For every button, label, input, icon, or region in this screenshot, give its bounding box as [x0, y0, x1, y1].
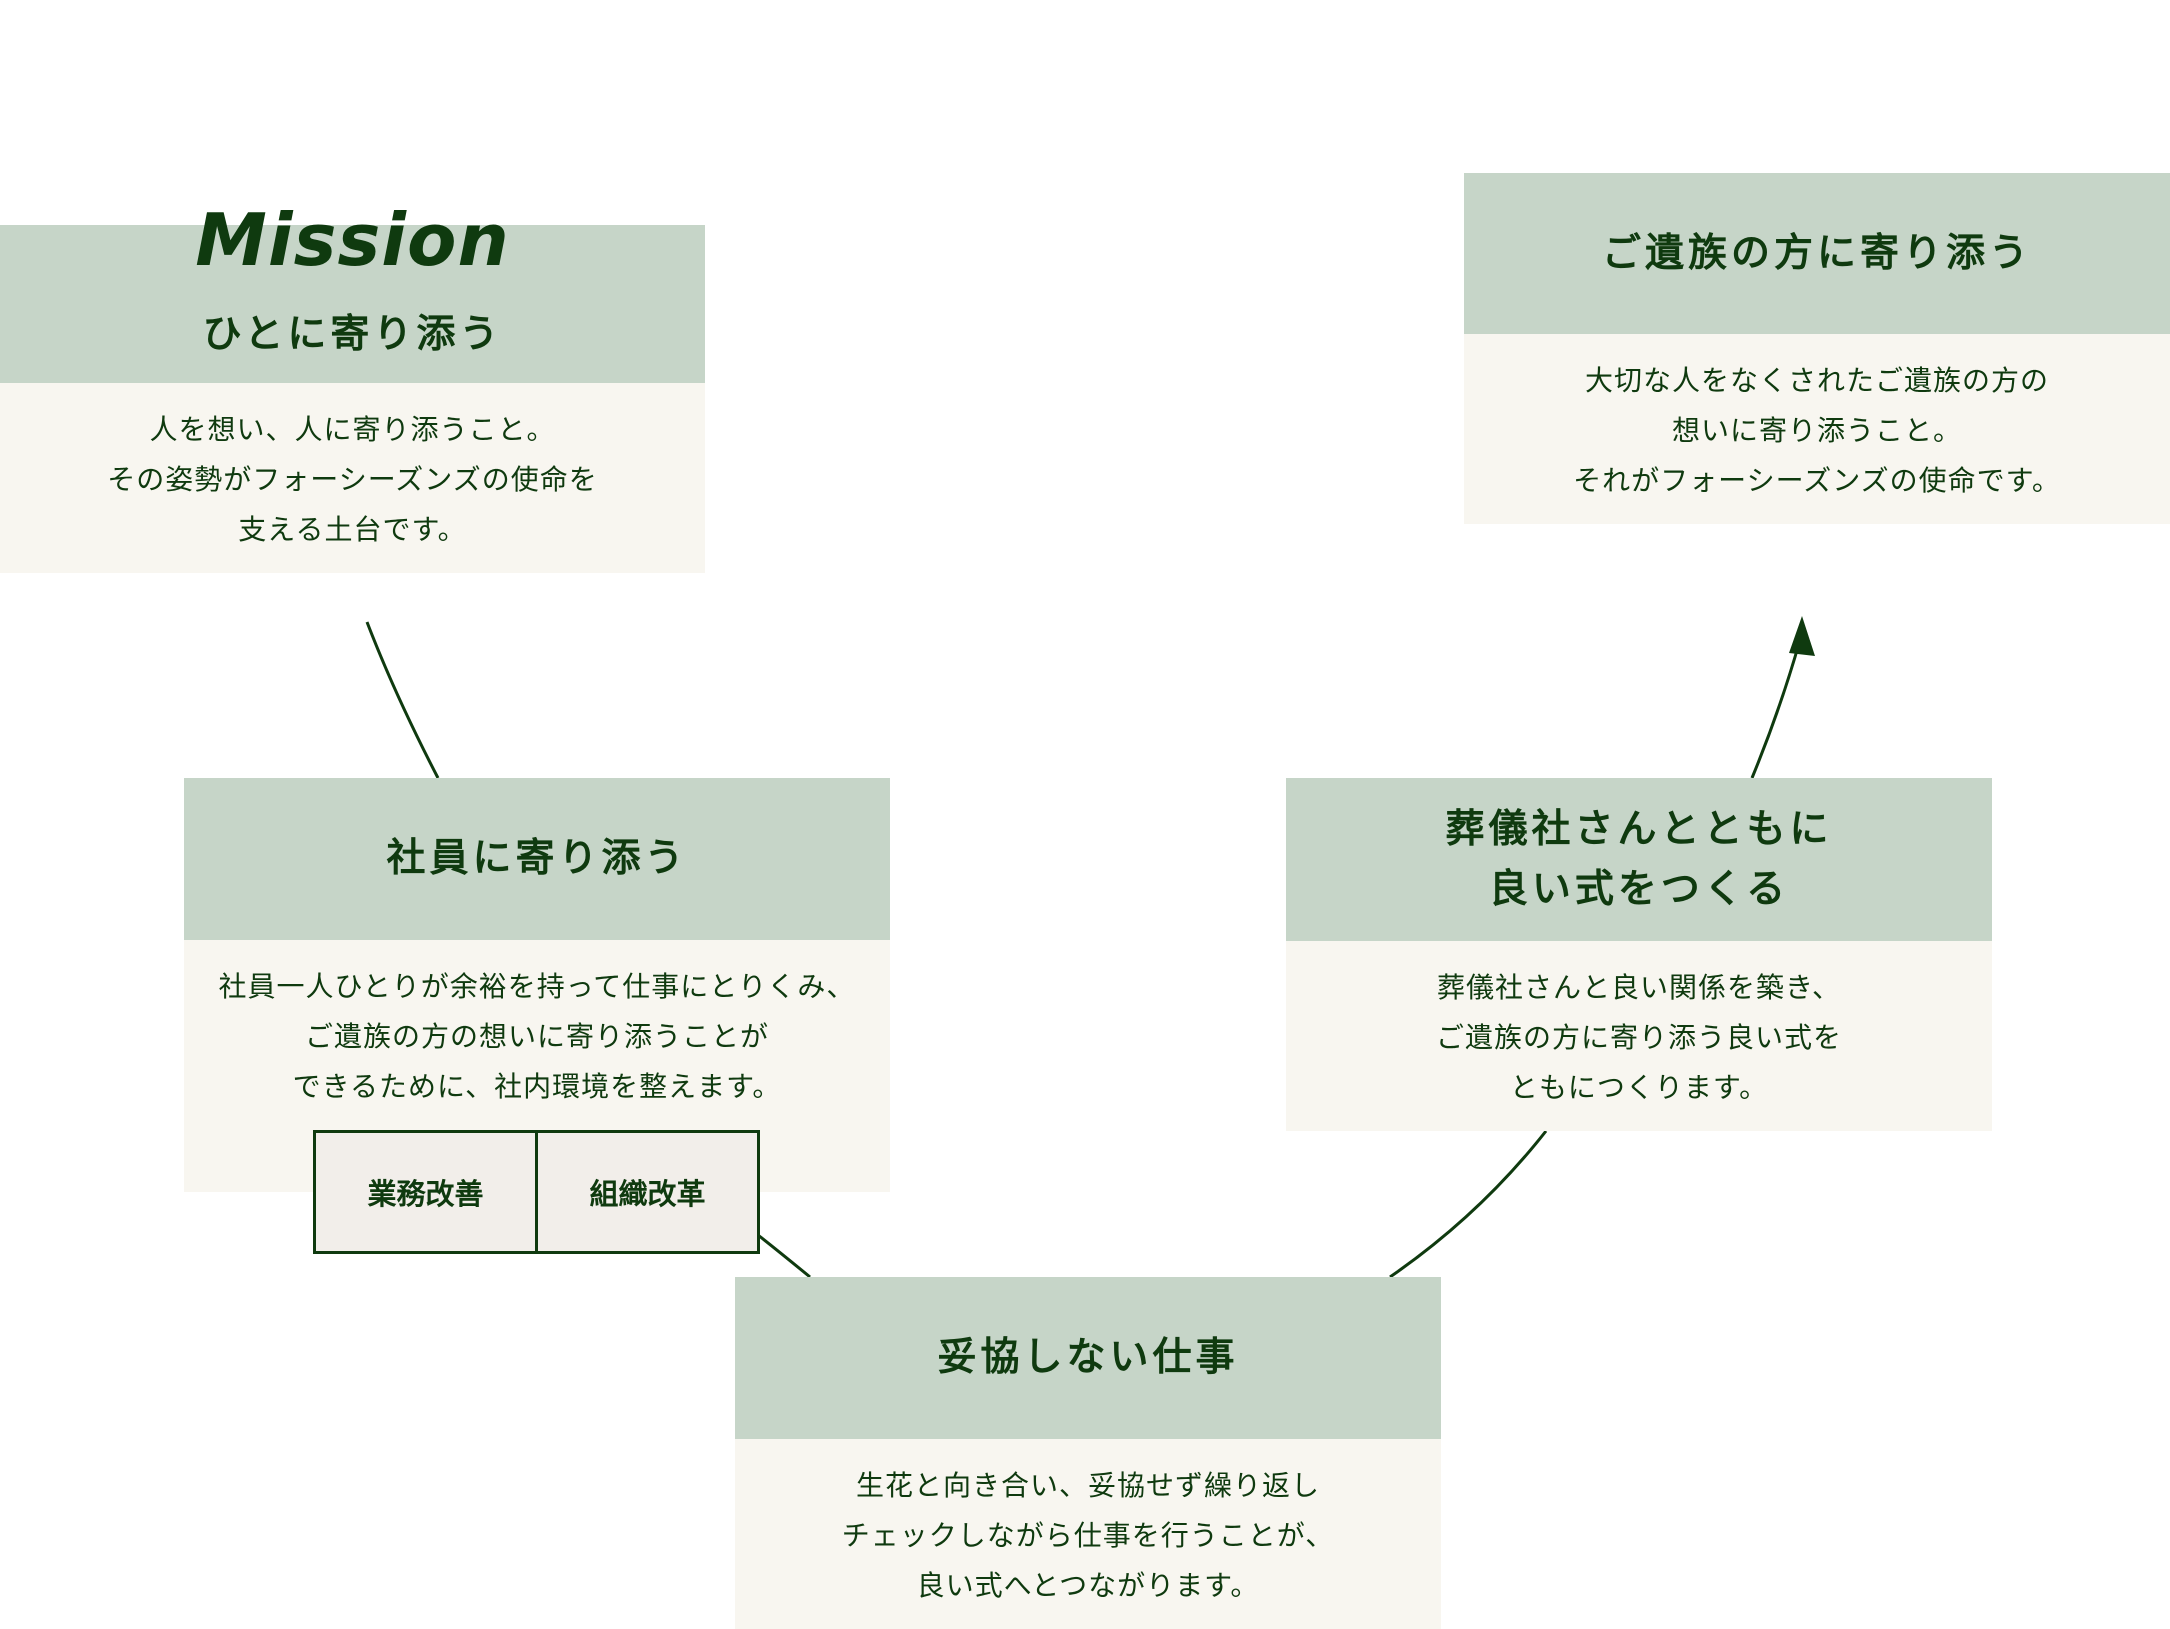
tag-business-improvement: 業務改善 [367, 1177, 484, 1211]
employees-card-header: 社員に寄り添う [184, 778, 890, 940]
work-card-body: 生花と向き合い、妥協せず繰り返し チェックしながら仕事を行うことが、 良い式へと… [735, 1439, 1441, 1629]
mission-card-title: ひとに寄り添う [202, 312, 503, 357]
mission-label: Mission [195, 198, 510, 282]
employees-card-desc: 社員一人ひとりが余裕を持って仕事にとりくみ、 ご遺族の方の想いに寄り添うことが … [218, 970, 856, 1103]
funeral-card-body: 葬儀社さんと良い関係を築き、 ご遺族の方に寄り添う良い式を ともにつくります。 [1286, 941, 1992, 1131]
work-card-title: 妥協しない仕事 [937, 1335, 1239, 1380]
funeral-card-header: 葬儀社さんとともに 良い式をつくる [1286, 778, 1992, 941]
arrowhead-icon [1789, 616, 1815, 656]
bereaved-card-header: ご遺族の方に寄り添う [1464, 173, 2170, 334]
employees-card: 社員に寄り添う 社員一人ひとりが余裕を持って仕事にとりくみ、 ご遺族の方の想いに… [184, 778, 890, 1192]
funeral-card: 葬儀社さんとともに 良い式をつくる 葬儀社さんと良い関係を築き、 ご遺族の方に寄… [1286, 778, 1992, 1131]
work-card: 妥協しない仕事 生花と向き合い、妥協せず繰り返し チェックしながら仕事を行うこと… [735, 1277, 1441, 1629]
bereaved-card: ご遺族の方に寄り添う 大切な人をなくされたご遺族の方の 想いに寄り添うこと。 そ… [1464, 173, 2170, 524]
work-card-desc: 生花と向き合い、妥協せず繰り返し チェックしながら仕事を行うことが、 良い式へと… [841, 1469, 1335, 1602]
employees-card-title: 社員に寄り添う [386, 836, 688, 881]
connector-employees-to-mission [365, 621, 440, 779]
mission-card: ひとに寄り添う 人を想い、人に寄り添うこと。 その姿勢がフォーシーズンズの使命を… [0, 225, 705, 573]
tag-organization-reform: 組織改革 [535, 1133, 757, 1251]
bereaved-card-desc: 大切な人をなくされたご遺族の方の 想いに寄り添うこと。 それがフォーシーズンズの… [1573, 364, 2061, 497]
mission-card-desc: 人を想い、人に寄り添うこと。 その姿勢がフォーシーズンズの使命を 支える土台です… [107, 413, 598, 546]
connector-work-to-employees [757, 1233, 811, 1279]
mission-card-body: 人を想い、人に寄り添うこと。 その姿勢がフォーシーズンズの使命を 支える土台です… [0, 383, 705, 573]
connector-work-to-funeral [1389, 1130, 1548, 1279]
mission-card-header: ひとに寄り添う [0, 225, 705, 383]
funeral-card-title: 葬儀社さんとともに 良い式をつくる [1445, 806, 1833, 912]
employees-tag-group: 業務改善 組織改革 [313, 1130, 760, 1254]
funeral-card-desc: 葬儀社さんと良い関係を築き、 ご遺族の方に寄り添う良い式を ともにつくります。 [1435, 971, 1842, 1104]
work-card-header: 妥協しない仕事 [735, 1277, 1441, 1439]
bereaved-card-body: 大切な人をなくされたご遺族の方の 想いに寄り添うこと。 それがフォーシーズンズの… [1464, 334, 2170, 524]
bereaved-card-title: ご遺族の方に寄り添う [1601, 230, 2032, 276]
connector-funeral-to-bereaved [1750, 639, 1802, 779]
